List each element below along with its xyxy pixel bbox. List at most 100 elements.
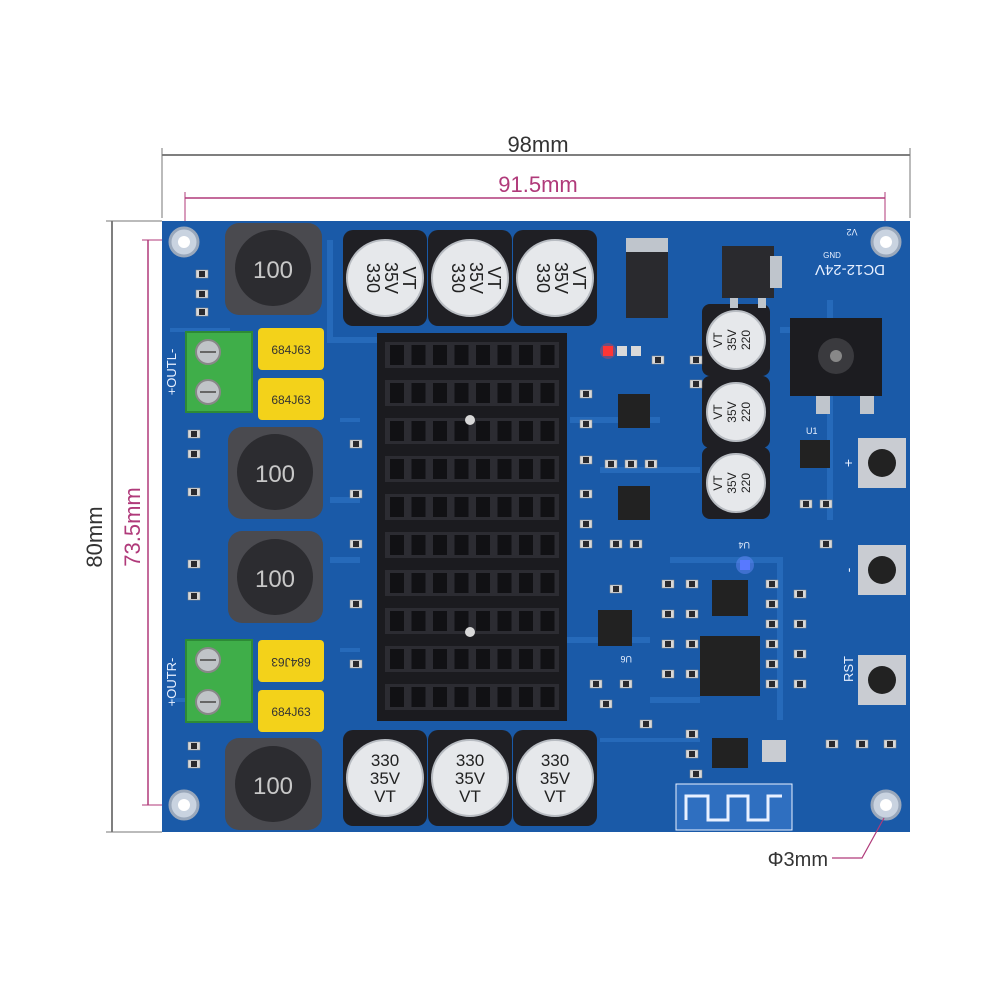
heatsink-slot: [519, 421, 533, 441]
pcb-antenna: [675, 783, 793, 831]
heatsink-slot: [476, 611, 490, 631]
smd-body: [191, 593, 197, 599]
heatsink-slot: [454, 687, 469, 707]
heatsink-slot: [411, 421, 426, 441]
smd-body: [693, 357, 699, 363]
heatsink-slot: [433, 573, 447, 593]
smd-body: [583, 491, 589, 497]
heatsink-slot: [497, 459, 512, 479]
smd-body: [887, 741, 893, 747]
smd-body: [583, 391, 589, 397]
smd-body: [797, 591, 803, 597]
smd-body: [191, 743, 197, 749]
smd-body: [689, 751, 695, 757]
smd-body: [769, 681, 775, 687]
heatsink-slot: [411, 383, 426, 403]
heatsink-slot: [497, 421, 512, 441]
rst-button[interactable]: [858, 655, 906, 705]
hole-diameter-callout: Φ3mm: [768, 817, 885, 871]
heatsink-slot: [540, 421, 555, 441]
smd-body: [655, 357, 661, 363]
heatsink-slot: [519, 345, 533, 365]
plus-button-label: +: [840, 459, 856, 467]
smd-body: [613, 586, 619, 592]
film-capacitor-4: 684J63: [258, 690, 324, 732]
capacitor-marking: 35V: [370, 769, 401, 788]
width-dimension-label: 98mm: [507, 132, 568, 157]
heatsink-slot: [540, 497, 555, 517]
inductor-4: 100: [225, 738, 322, 830]
mounting-hole-top-left: [168, 226, 200, 258]
capacitor-marking: 330: [533, 263, 553, 293]
capacitor-marking: VT: [711, 404, 725, 420]
heatsink-slot: [540, 611, 555, 631]
capacitor-marking: VT: [484, 266, 504, 289]
smd-body: [191, 761, 197, 767]
inductor-2: 100: [228, 427, 323, 519]
smd-body: [583, 457, 589, 463]
minus-button[interactable]: [858, 545, 906, 595]
heatsink-slot: [476, 383, 490, 403]
heatsink-slot: [497, 687, 512, 707]
heatsink-slot: [454, 459, 469, 479]
smd-body: [797, 681, 803, 687]
capacitor-marking: 35V: [725, 401, 739, 422]
film-capacitor-1: 684J63: [258, 328, 324, 370]
film-capacitor-1-label: 684J63: [271, 343, 311, 357]
mounting-hole-bottom-left: [168, 789, 200, 821]
heatsink-slot: [540, 535, 555, 555]
capacitor-marking: 330: [541, 751, 569, 770]
smd-body: [583, 541, 589, 547]
capacitor-marking: 220: [739, 330, 753, 350]
smd-body: [353, 661, 359, 667]
heatsink-slot: [540, 687, 555, 707]
smd-body: [769, 581, 775, 587]
output-left-label: +OUTL-: [164, 349, 179, 396]
heatsink-slot: [433, 383, 447, 403]
smd-body: [665, 581, 671, 587]
film-capacitor-2-label: 684J63: [271, 393, 311, 407]
heatsink-slot: [390, 649, 404, 669]
heatsink-slot: [497, 497, 512, 517]
smd-body: [665, 611, 671, 617]
crystal: [762, 740, 786, 762]
smd-body: [797, 651, 803, 657]
heatsink-slot: [519, 687, 533, 707]
heatsink-slot: [454, 535, 469, 555]
hole-spacing-width-dimension: 91.5mm: [184, 172, 886, 232]
height-dimension: 80mm: [82, 220, 162, 833]
heatsink-slot: [519, 535, 533, 555]
heatsink-slot: [411, 459, 426, 479]
heatsink-slot: [411, 687, 426, 707]
heatsink-slot: [476, 345, 490, 365]
film-capacitors: 684J63 684J63 684J63 684J63: [258, 328, 324, 732]
smd-body: [769, 601, 775, 607]
smd-body: [353, 541, 359, 547]
heatsink-slot: [519, 649, 533, 669]
smd-diode: [626, 238, 668, 318]
smd-body: [593, 681, 599, 687]
dc-power-jack: [790, 318, 882, 414]
smd-body: [689, 611, 695, 617]
heatsink-slot: [390, 345, 404, 365]
heatsink-slot: [390, 383, 404, 403]
smd-body: [648, 461, 654, 467]
capacitor-marking: 330: [448, 263, 468, 293]
plus-button[interactable]: [858, 438, 906, 488]
heatsink-slot: [454, 345, 469, 365]
heatsink-slot: [411, 497, 426, 517]
heatsink-slot: [390, 421, 404, 441]
ic-op-amp-1: [618, 394, 650, 428]
inductor-1: 100: [225, 223, 322, 315]
heatsink-slot: [433, 687, 447, 707]
smd-body: [603, 701, 609, 707]
film-capacitor-4-label: 684J63: [271, 705, 311, 719]
heatsink-slot: [411, 535, 426, 555]
voltage-regulator: [722, 246, 782, 308]
u6-label: U6: [620, 654, 632, 664]
inductors: 100 100 100 100: [225, 223, 323, 830]
smd-body: [191, 489, 197, 495]
